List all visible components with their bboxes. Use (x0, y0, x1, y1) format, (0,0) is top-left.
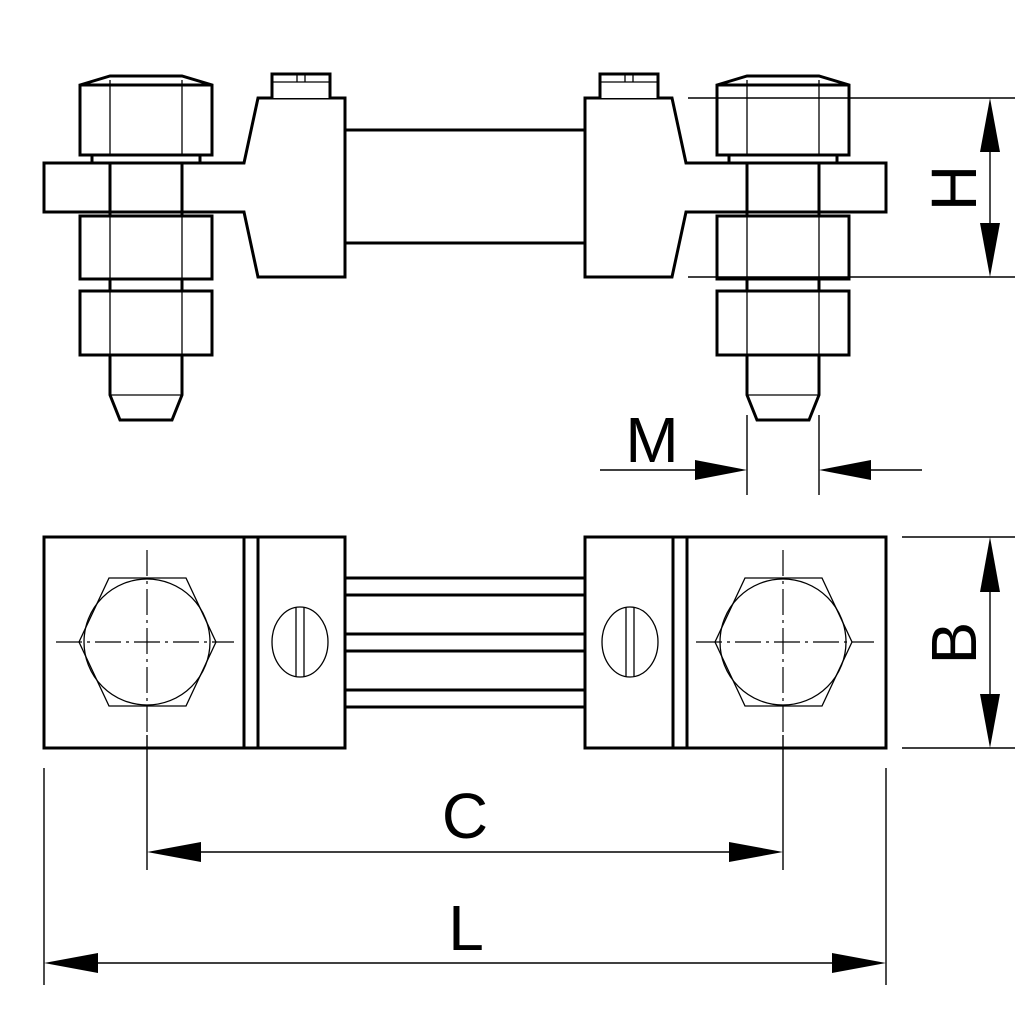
dimension-l: L (43, 768, 887, 985)
dimension-b-label: B (918, 622, 990, 665)
dimension-c: C (146, 735, 784, 870)
left-terminal-side (42, 72, 347, 422)
dimension-m-label: M (625, 404, 678, 476)
left-block-screw (270, 72, 332, 98)
left-hex-head (78, 74, 214, 157)
dimension-h: H (688, 97, 1015, 278)
right-hex-head (715, 74, 851, 157)
top-view (42, 535, 888, 750)
left-slotted-screw (271, 606, 329, 678)
right-terminal-top (583, 535, 888, 750)
right-terminal-side (583, 72, 888, 422)
left-terminal-top (42, 535, 347, 750)
right-slotted-screw (601, 606, 659, 678)
dimension-b: B (902, 536, 1015, 749)
right-block-screw (598, 72, 660, 98)
right-nut-upper (715, 214, 851, 281)
left-nut-upper (78, 214, 214, 281)
dimension-l-label: L (448, 892, 484, 964)
right-nut-lower (715, 289, 851, 357)
dimension-h-label: H (918, 165, 990, 211)
dimension-m: M (600, 404, 922, 495)
side-resistor-element (345, 128, 585, 245)
left-bolt-circle (83, 578, 211, 706)
side-view (42, 72, 888, 422)
left-nut-lower (78, 289, 214, 357)
dimension-c-label: C (442, 780, 488, 852)
top-resistor-strips (345, 576, 585, 709)
